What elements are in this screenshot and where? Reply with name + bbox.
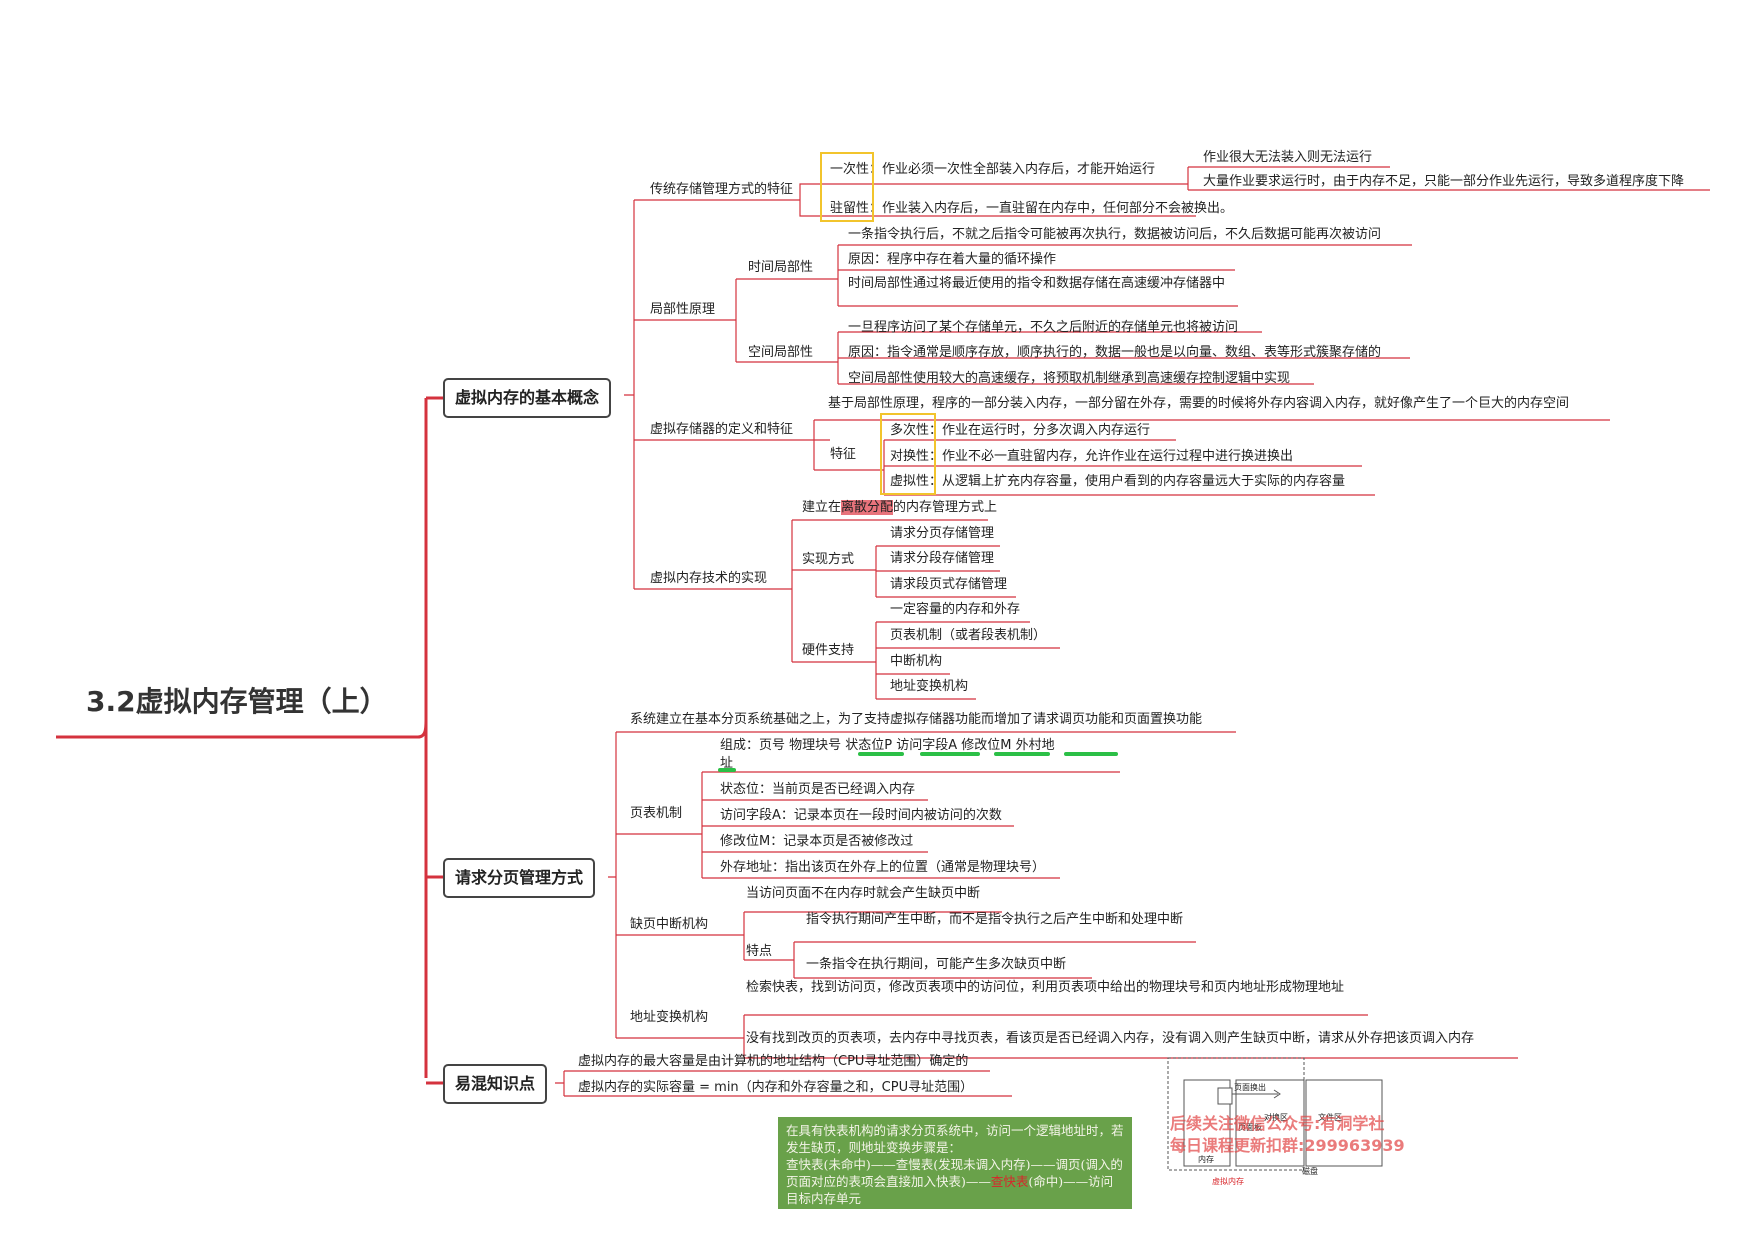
node-paging-intro[interactable]: 系统建立在基本分页系统基础之上，为了支持虚拟存储器功能而增加了请求调页功能和页面… <box>630 712 1203 727</box>
node-address-translation[interactable]: 地址变换机构 <box>630 1010 709 1025</box>
node-composition[interactable]: 组成：页号 物理块号 状态位P 访问字段A 修改位M 外村地 <box>720 738 1055 753</box>
node-address-2[interactable]: 没有找到改页的页表项，去内存中寻找页表，看该页是否已经调入内存，没有调入则产生缺… <box>746 1031 1475 1046</box>
node-temporal-1[interactable]: 一条指令执行后，不就之后指令可能被再次执行，数据被访问后，不久后数据可能再次被访… <box>848 227 1382 242</box>
feature-virtual-key: 虚拟性 <box>890 474 930 489</box>
green-underline-2 <box>920 752 980 756</box>
node-page-table-2[interactable]: 访问字段A：记录本页在一段时间内被访问的次数 <box>720 808 1002 823</box>
node-page-fault-features[interactable]: 特点 <box>746 944 773 959</box>
node-definition-text[interactable]: 基于局部性原理，程序的一部分装入内存，一部分留在外存，需要的时候将外存内容调入内… <box>828 396 1570 411</box>
node-methods[interactable]: 实现方式 <box>802 552 855 567</box>
basis-highlight: 离散分配 <box>841 500 894 515</box>
node-one-time-sub-1[interactable]: 作业很大无法装入则无法运行 <box>1203 150 1373 165</box>
node-definition[interactable]: 虚拟存储器的定义和特征 <box>650 422 794 437</box>
node-resident[interactable]: 驻留性：作业装入内存后，一直驻留在内存中，任何部分不会被换出。 <box>830 201 1233 217</box>
node-method-paging[interactable]: 请求分页存储管理 <box>890 526 995 541</box>
note-line-1: 在具有快表机构的请求分页系统中，访问一个逻辑地址时，若发生缺页，则地址变换步骤是… <box>786 1123 1124 1155</box>
green-underline-1 <box>858 752 904 756</box>
node-spatial-1[interactable]: 一旦程序访问了某个存储单元，不久之后附近的存储单元也将被访问 <box>848 320 1239 335</box>
node-page-fault[interactable]: 缺页中断机构 <box>630 917 709 932</box>
node-feature-swap[interactable]: 对换性：作业不必一直驻留内存，允许作业在运行过程中进行换进换出 <box>890 449 1293 465</box>
feature-swap-text: ：作业不必一直驻留内存，允许作业在运行过程中进行换进换出 <box>929 449 1294 464</box>
node-page-fault-trigger[interactable]: 当访问页面不在内存时就会产生缺页中断 <box>746 886 981 901</box>
green-underline-3 <box>994 752 1050 756</box>
node-method-segment[interactable]: 请求分段存储管理 <box>890 551 995 566</box>
basis-post: 的内存管理方式上 <box>893 500 998 515</box>
one-time-key: 一次性 <box>830 162 870 177</box>
branch-demand-paging[interactable]: 请求分页管理方式 <box>443 858 596 898</box>
node-page-fault-feature-1[interactable]: 指令执行期间产生中断，而不是指令执行之后产生中断和处理中断 <box>806 912 1184 927</box>
branch-basic-concept[interactable]: 虚拟内存的基本概念 <box>443 378 612 418</box>
green-underline-4 <box>1064 752 1118 756</box>
note-line-2: 查快表(未命中)——查慢表(发现未调入内存)——调页(调入的页面对应的表项会直接… <box>786 1156 1124 1207</box>
note-line-2-highlight: 查快表 <box>990 1174 1029 1189</box>
node-confusing-2[interactable]: 虚拟内存的实际容量 = min（内存和外存容量之和，CPU寻址范围） <box>578 1080 974 1095</box>
thumb-file-area: 文件区 <box>1318 1113 1342 1122</box>
feature-multiple-text: ：作业在运行时，分多次调入内存运行 <box>929 423 1151 438</box>
node-hardware-2[interactable]: 页表机制（或者段表机制） <box>890 628 1047 643</box>
resident-key: 驻留性 <box>830 201 870 216</box>
node-hardware-4[interactable]: 地址变换机构 <box>890 679 969 694</box>
node-one-time-sub-2[interactable]: 大量作业要求运行时，由于内存不足，只能一部分作业先运行，导致多道程序度下降 <box>1203 174 1685 189</box>
one-time-text: ：作业必须一次性全部装入内存后，才能开始运行 <box>869 162 1156 177</box>
node-feature-multiple[interactable]: 多次性：作业在运行时，分多次调入内存运行 <box>890 423 1150 439</box>
thumb-swap-area: 对换区 <box>1264 1113 1288 1122</box>
thumb-virtual-memory: 虚拟内存 <box>1212 1177 1244 1186</box>
note-line-2-pre: 查快表(未命中)——查慢表(发现未调入内存)——调页(调入的页面对应的表项会直接… <box>786 1157 1123 1189</box>
feature-swap-key: 对换性 <box>890 449 930 464</box>
thumbnail-shapes <box>1167 1057 1383 1171</box>
node-temporal-3[interactable]: 时间局部性通过将最近使用的指令和数据存储在高速缓冲存储器中 <box>848 276 1226 291</box>
resident-text: ：作业装入内存后，一直驻留在内存中，任何部分不会被换出。 <box>869 201 1234 216</box>
node-confusing-1[interactable]: 虚拟内存的最大容量是由计算机的地址结构（CPU寻址范围）确定的 <box>578 1054 969 1069</box>
node-discrete-basis[interactable]: 建立在离散分配的内存管理方式上 <box>802 500 997 516</box>
thumb-disk: 磁盘 <box>1302 1167 1318 1176</box>
feature-multiple-key: 多次性 <box>890 423 930 438</box>
node-temporal[interactable]: 时间局部性 <box>748 260 814 275</box>
branch-confusing-points[interactable]: 易混知识点 <box>443 1064 548 1104</box>
node-temporal-2[interactable]: 原因：程序中存在着大量的循环操作 <box>848 252 1057 267</box>
mindmap-root-title: 3.2虚拟内存管理（上） <box>86 685 388 718</box>
note-line-2-post: (命中)——访问目标内存单元 <box>786 1174 1114 1206</box>
node-spatial-3[interactable]: 空间局部性使用较大的高速缓存，将预取机制继承到高速缓存控制逻辑中实现 <box>848 371 1291 386</box>
node-one-time[interactable]: 一次性：作业必须一次性全部装入内存后，才能开始运行 <box>830 162 1155 178</box>
basis-pre: 建立在 <box>802 500 842 515</box>
node-traditional[interactable]: 传统存储管理方式的特征 <box>650 182 794 197</box>
node-spatial[interactable]: 空间局部性 <box>748 345 814 360</box>
green-note: 在具有快表机构的请求分页系统中，访问一个逻辑地址时，若发生缺页，则地址变换步骤是… <box>778 1117 1132 1209</box>
thumb-page-frame: 页面板 <box>1238 1123 1262 1132</box>
node-locality[interactable]: 局部性原理 <box>650 302 716 317</box>
thumb-memory: 内存 <box>1198 1155 1214 1164</box>
node-method-segpage[interactable]: 请求段页式存储管理 <box>890 577 1008 592</box>
green-underline-5 <box>718 768 736 772</box>
node-hardware-3[interactable]: 中断机构 <box>890 654 943 669</box>
node-composition-cont: 址 <box>720 756 734 771</box>
node-spatial-2[interactable]: 原因：指令通常是顺序存放，顺序执行的，数据一般也是以向量、数组、表等形式簇聚存储… <box>848 345 1382 360</box>
virtual-memory-thumbnail: 页面换出 对换区 文件区 页面板 内存 磁盘 虚拟内存 <box>1166 1054 1384 1196</box>
thumb-page-swap: 页面换出 <box>1234 1083 1266 1092</box>
node-page-table-1[interactable]: 状态位：当前页是否已经调入内存 <box>720 782 916 797</box>
node-implementation[interactable]: 虚拟内存技术的实现 <box>650 571 768 586</box>
node-page-table[interactable]: 页表机制 <box>630 806 683 821</box>
node-features[interactable]: 特征 <box>830 447 857 462</box>
watermark-line-2: 每日课程更新扣群:299963939 <box>1170 1136 1405 1155</box>
node-address-1[interactable]: 检索快表，找到访问页，修改页表项中的访问位，利用页表项中给出的物理块号和页内地址… <box>746 980 1345 995</box>
node-feature-virtual[interactable]: 虚拟性：从逻辑上扩充内存容量，使用户看到的内存容量远大于实际的内存容量 <box>890 474 1345 490</box>
watermark-line-1: 后续关注微信公众号:有洞学社 <box>1170 1114 1385 1133</box>
feature-virtual-text: ：从逻辑上扩充内存容量，使用户看到的内存容量远大于实际的内存容量 <box>929 474 1346 489</box>
node-page-fault-feature-2[interactable]: 一条指令在执行期间，可能产生多次缺页中断 <box>806 957 1067 972</box>
node-hardware[interactable]: 硬件支持 <box>802 643 855 658</box>
node-page-table-3[interactable]: 修改位M：记录本页是否被修改过 <box>720 834 914 849</box>
node-hardware-1[interactable]: 一定容量的内存和外存 <box>890 602 1021 617</box>
node-page-table-4[interactable]: 外存地址：指出该页在外存上的位置（通常是物理块号） <box>720 860 1046 875</box>
